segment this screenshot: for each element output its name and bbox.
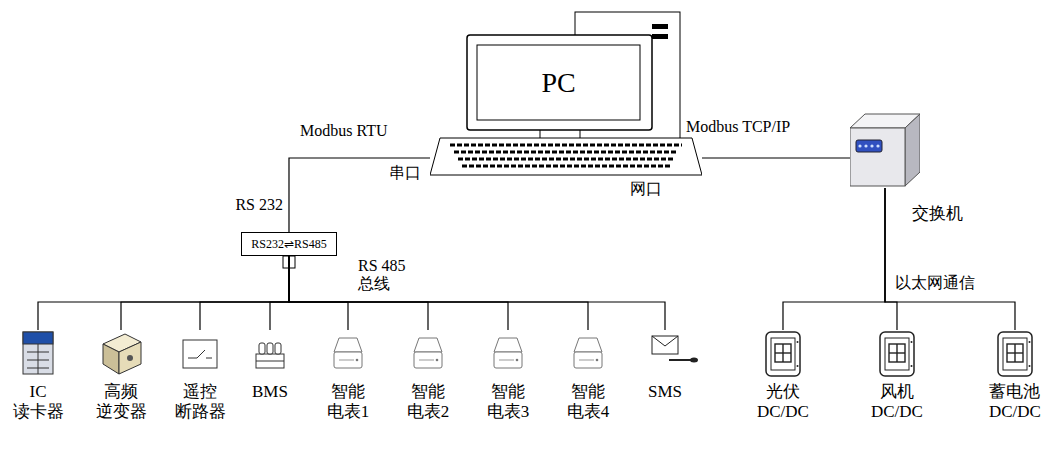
- connector-line: [885, 188, 897, 330]
- dcdc-icon: [766, 332, 800, 376]
- connector-line: [121, 256, 289, 330]
- node-text: 风机 DC/DC: [870, 382, 925, 423]
- device-node: 遥控 断路器: [171, 330, 229, 423]
- annotation-label: 以太网通信: [895, 274, 975, 292]
- node-text: IC 读卡器: [11, 382, 65, 423]
- device-node: 智能 电表2: [403, 330, 453, 423]
- device-node: BMS: [245, 330, 295, 402]
- connector-line: [289, 256, 428, 330]
- node-text: 智能 电表2: [405, 382, 451, 423]
- connector-line: [38, 256, 289, 330]
- card-reader-icon: [23, 332, 53, 374]
- node-text: SMS: [646, 382, 683, 402]
- node-text: 智能 电表4: [565, 382, 611, 423]
- sms-icon: [652, 336, 698, 363]
- node-text: 光伏 DC/DC: [756, 382, 811, 423]
- node-text: 智能 电表3: [485, 382, 531, 423]
- node-text: 蓄电池 DC/DC: [988, 382, 1043, 423]
- annotation-label: RS 232: [235, 196, 283, 214]
- connector-line: [289, 256, 665, 330]
- meter-icon: [414, 338, 442, 368]
- connector-line: [885, 188, 1015, 330]
- meter-icon: [494, 338, 522, 368]
- connector-line: [702, 157, 850, 158]
- switch-outline: [850, 112, 920, 188]
- node-text: 交换机: [912, 202, 963, 225]
- node-text: PC: [477, 45, 640, 120]
- breaker-icon: [183, 340, 217, 368]
- device-node: 蓄电池 DC/DC: [986, 330, 1045, 423]
- device-node: IC 读卡器: [9, 330, 67, 423]
- device-node: 高频 逆变器: [92, 330, 150, 423]
- meter-icon: [334, 338, 362, 368]
- connector-line: [289, 158, 430, 232]
- switch-node: 交换机: [850, 112, 920, 188]
- node-text: 遥控 断路器: [173, 382, 227, 423]
- node-text: 智能 电表1: [325, 382, 371, 423]
- device-node: SMS: [640, 330, 690, 402]
- device-node: 智能 电表1: [323, 330, 373, 423]
- meter-icon: [574, 338, 602, 368]
- device-node: 智能 电表3: [483, 330, 533, 423]
- annotation-label: Modbus RTU: [300, 122, 388, 140]
- connector-line: [289, 256, 348, 330]
- connector-line: [289, 256, 508, 330]
- annotation-label: RS 485 总线: [358, 257, 409, 294]
- annotation-label: 网口: [630, 180, 662, 198]
- node-text: RS232⇌RS485: [251, 233, 326, 255]
- node-text: 高频 逆变器: [94, 382, 148, 423]
- converter-box: RS232⇌RS485: [241, 232, 336, 256]
- device-node: 风机 DC/DC: [868, 330, 927, 423]
- connector-line: [289, 256, 588, 330]
- connector-line: [783, 188, 885, 330]
- annotation-label: Modbus TCP/IP: [686, 118, 790, 136]
- dcdc-icon: [880, 332, 914, 376]
- device-node: 智能 电表4: [563, 330, 613, 423]
- connector-line: [200, 256, 289, 330]
- computer-node: PC: [430, 10, 702, 182]
- device-node: 光伏 DC/DC: [754, 330, 813, 423]
- node-text: BMS: [251, 382, 290, 402]
- connector-line: [270, 256, 289, 330]
- inverter-icon: [103, 334, 141, 374]
- dcdc-icon: [998, 332, 1032, 376]
- annotation-label: 串口: [389, 164, 421, 182]
- bms-icon: [256, 343, 284, 368]
